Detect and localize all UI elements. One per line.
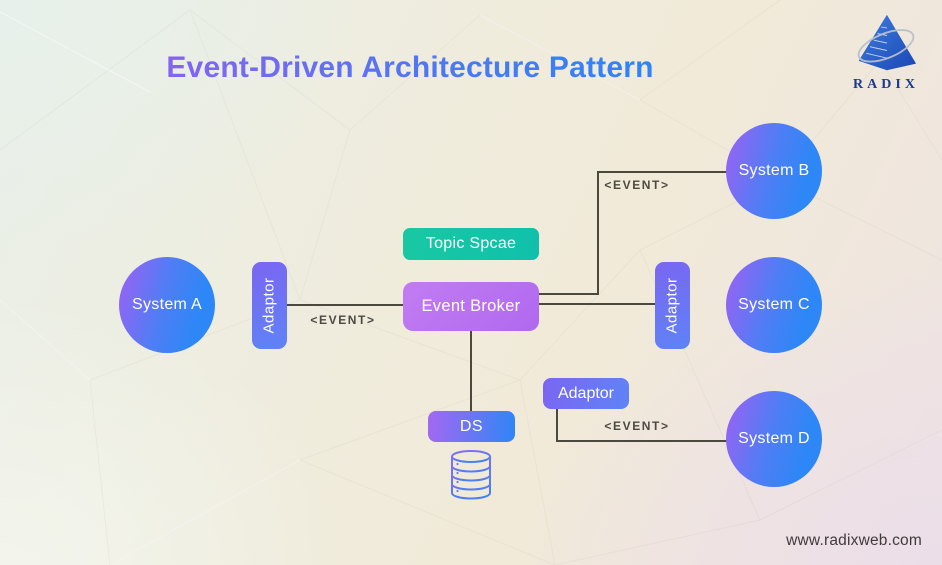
node-adaptor-left-label: Adaptor — [261, 277, 279, 334]
node-system-a: System A — [119, 257, 215, 353]
node-adaptor-bottom: Adaptor — [543, 378, 629, 409]
node-ds-label: DS — [459, 417, 484, 435]
event-label-top: <EVENT> — [604, 178, 670, 192]
radix-logo-text: RADIX — [853, 77, 919, 92]
node-topic-space-label: Topic Spcae — [425, 235, 517, 252]
pyramid-orbit-icon — [857, 14, 917, 71]
event-label-bottom: <EVENT> — [604, 419, 670, 433]
node-adaptor-right-label: Adaptor — [664, 277, 682, 334]
node-system-b: System B — [726, 123, 822, 219]
node-adaptor-bottom-label: Adaptor — [557, 384, 615, 402]
node-event-broker: Event Broker — [403, 282, 539, 331]
node-system-c-label: System C — [738, 296, 810, 313]
connector-adaptor-bottom-vertical — [556, 408, 558, 441]
connector-broker-to-systemb-horizontal — [538, 293, 599, 295]
connector-adaptor-left-to-broker — [287, 304, 403, 306]
node-adaptor-left: Adaptor — [252, 262, 287, 349]
connector-broker-to-ds — [470, 331, 472, 411]
node-topic-space: Topic Spcae — [403, 228, 539, 260]
node-system-c: System C — [726, 257, 822, 353]
connector-broker-to-adaptor-right — [538, 303, 657, 305]
node-adaptor-right: Adaptor — [655, 262, 690, 349]
footer-website-url: www.radixweb.com — [786, 532, 922, 549]
radix-logo: RADIX — [844, 12, 928, 93]
connector-adaptor-bottom-to-systemd — [556, 440, 728, 442]
node-ds: DS — [428, 411, 515, 442]
node-event-broker-label: Event Broker — [421, 297, 521, 315]
node-system-b-label: System B — [738, 162, 810, 179]
node-system-d: System D — [726, 391, 822, 487]
node-system-d-label: System D — [738, 430, 810, 447]
event-label-left: <EVENT> — [310, 313, 376, 327]
node-system-a-label: System A — [132, 296, 202, 313]
database-icon — [451, 450, 491, 500]
connector-systemb-horizontal — [597, 171, 727, 173]
connector-systemb-vertical — [597, 172, 599, 294]
page-title: Event-Driven Architecture Pattern — [0, 51, 820, 85]
